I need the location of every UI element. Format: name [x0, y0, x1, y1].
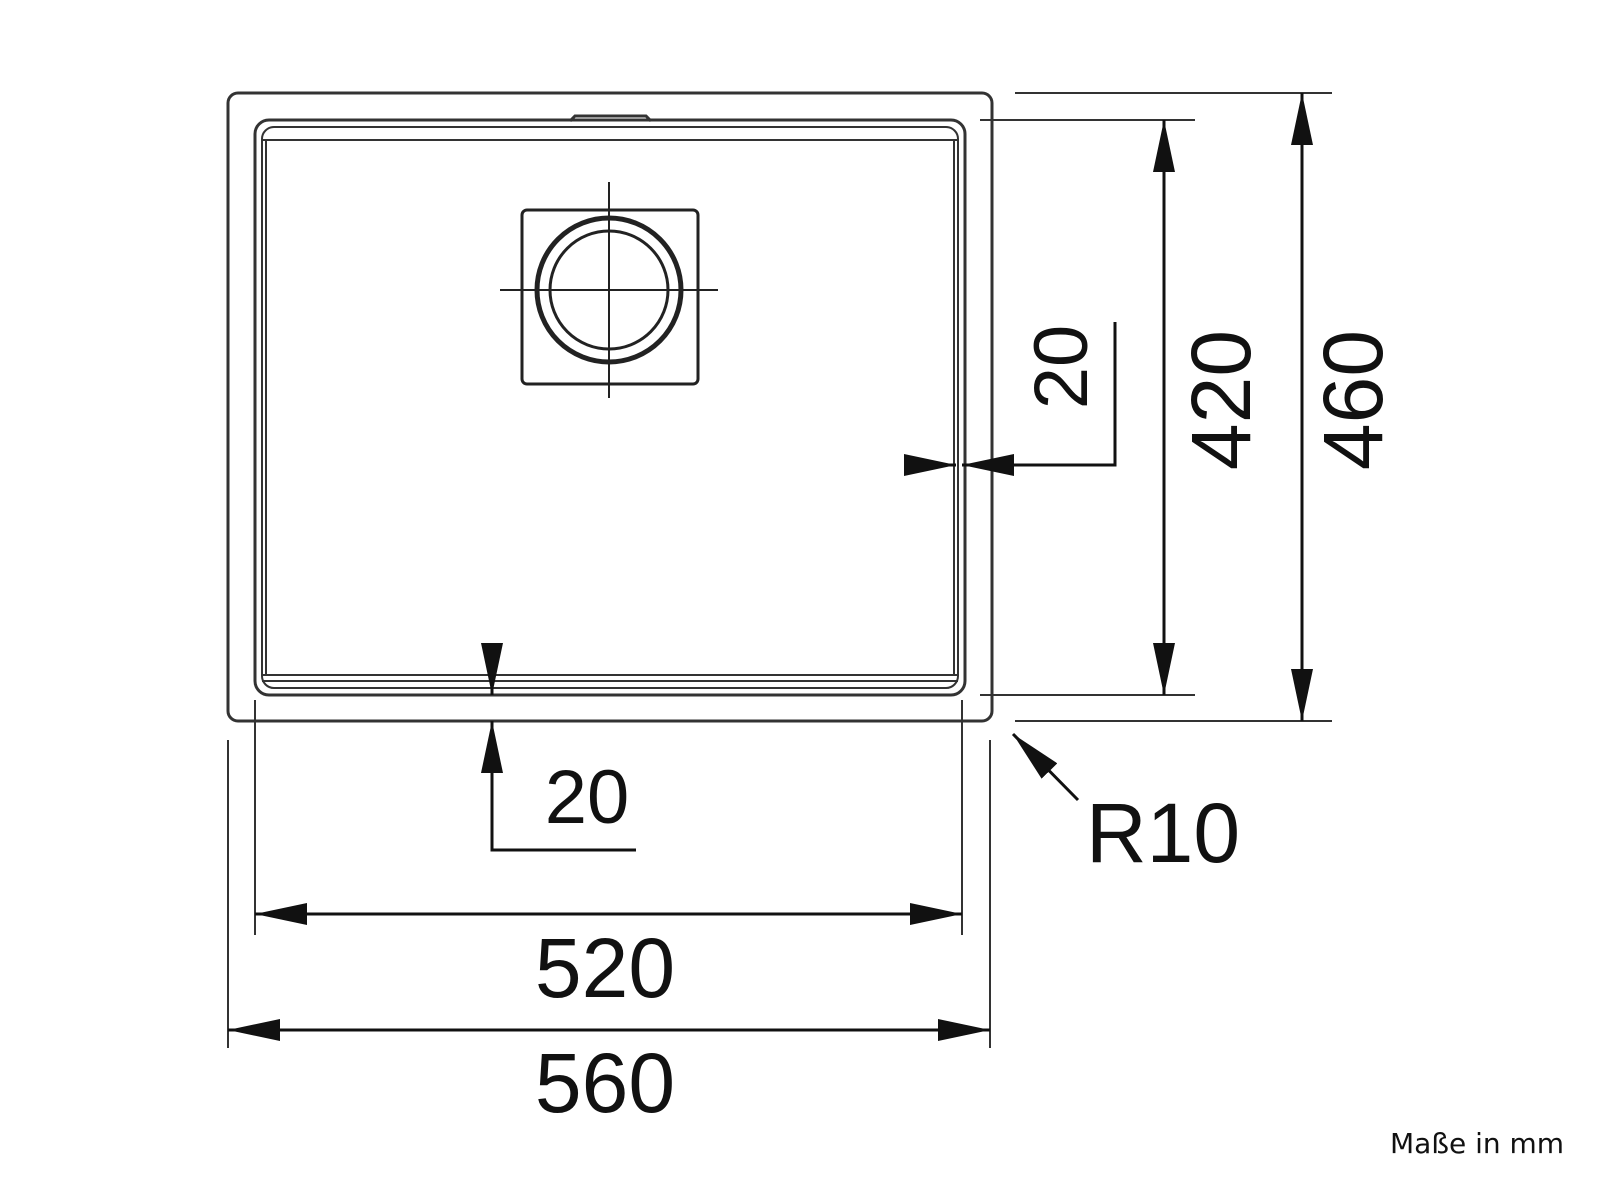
bottom-offset-leader	[481, 643, 636, 852]
radius-leader	[1011, 732, 1080, 802]
outer-rim	[226, 91, 994, 723]
units-note: Maße in mm	[1390, 1127, 1565, 1160]
radius-leader-line	[1011, 732, 1080, 802]
inner-bowl-lip	[261, 126, 959, 689]
label-outer-width: 560	[535, 1036, 675, 1130]
label-inner-height: 420	[1174, 330, 1268, 470]
extension-lines	[227, 92, 1332, 1048]
inner-bowl-edge	[253, 118, 967, 697]
label-bottom-offset: 20	[545, 755, 630, 840]
drain	[500, 182, 718, 398]
sink-outline	[226, 91, 994, 723]
label-corner-radius: R10	[1086, 786, 1240, 880]
width-dimensions	[228, 903, 990, 1041]
side-offset-leader	[904, 322, 1117, 476]
label-side-offset: 20	[1019, 325, 1104, 410]
side-leader-line	[1040, 322, 1117, 467]
label-inner-width: 520	[535, 921, 675, 1015]
height-dimensions	[1153, 93, 1313, 721]
label-outer-height: 460	[1306, 330, 1400, 470]
overflow-slot	[568, 114, 653, 123]
bottom-leader-line	[490, 768, 636, 852]
